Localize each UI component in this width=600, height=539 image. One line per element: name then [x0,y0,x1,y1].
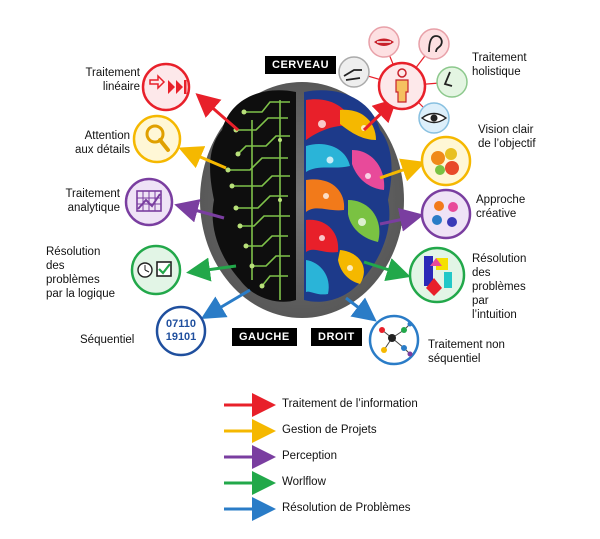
left-hemisphere [210,90,296,302]
nose-icon [436,66,468,98]
legend-label: Résolution de Problèmes [282,502,411,514]
arrow-analytique [174,199,225,223]
arrow-lineaire [195,93,239,132]
label-lineaire: Traitement linéaire [85,67,140,93]
legend-arrows [224,393,276,521]
arrow-vision [379,158,426,182]
palette-icon [420,188,472,240]
arrow-intuition [363,258,411,281]
arrow-non-sequentiel [345,296,377,322]
magnifier-icon [132,114,182,164]
colorful-shapes-icon [408,246,466,304]
droit-tag: DROIT [311,328,362,346]
legend-label: Perception [282,450,337,462]
arrow-logique [186,257,237,282]
label-intuition: Résolution des problèmes par l’intuition [472,253,527,321]
svg-text:19101: 19101 [166,331,197,343]
label-logique: Résolution des problèmes par la logique [46,246,116,300]
label-analytique: Traitement analytique [65,188,120,214]
gauche-tag: GAUCHE [232,328,297,346]
fruit-icon [420,135,472,187]
arrow-details [178,146,227,170]
arrow-creative [379,207,424,232]
senses-cluster [338,26,468,134]
ear-icon [418,28,450,60]
legend-label: Worlflow [282,476,326,488]
label-creative: Approche créative [476,194,526,220]
binary-digits-icon: 07110 19101 [155,305,207,357]
person-icon [377,61,427,111]
legend-label: Gestion de Projets [282,424,377,436]
network-nodes-icon [368,314,420,366]
arrow-holistique [362,97,398,132]
seq-numbers: 07110 [166,318,196,330]
label-details: Attention aux détails [75,130,130,156]
label-sequentiel: Séquentiel [80,334,135,346]
clock-checkbox-icon [130,244,182,296]
grid-chart-icon [124,177,174,227]
hand-icon [338,56,370,88]
label-vision: Vision clair de l’objectif [478,124,536,150]
eye-icon [418,102,450,134]
right-hemisphere [304,90,392,302]
play-forward-icon [141,62,191,112]
arrow-sequentiel [200,288,251,320]
mouth-icon [368,26,400,58]
label-holistique: Traitement holistique [472,52,527,78]
legend-label: Traitement de l’information [282,398,418,410]
label-non-sequentiel: Traitement non séquentiel [428,339,505,365]
cerveau-title: CERVEAU [265,56,337,74]
